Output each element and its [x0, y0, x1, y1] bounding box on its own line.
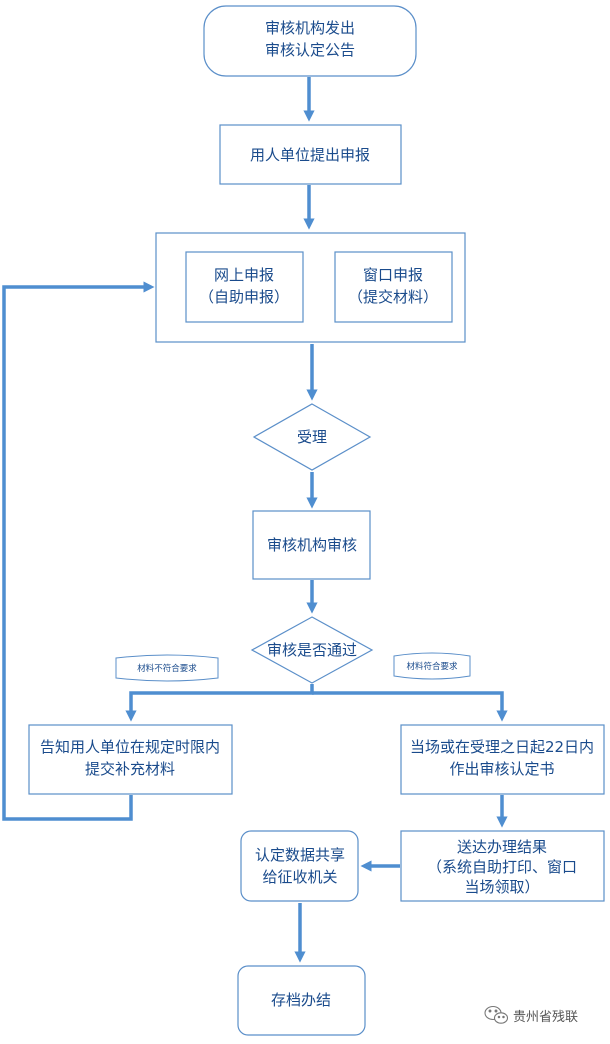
node-online-line2: （自助申报）	[199, 288, 289, 306]
node-deliver-line2: （系统自助打印、窗口	[427, 858, 577, 876]
node-deliver-line1: 送达办理结果	[457, 838, 547, 856]
node-deliver: 送达办理结果 （系统自助打印、窗口 当场领取）	[400, 830, 605, 902]
node-online-line1: 网上申报	[214, 266, 274, 284]
arrow-notify-back-to-methods	[2, 281, 155, 821]
node-decide-line1: 当场或在受理之日起22日内	[410, 738, 594, 756]
node-decide-line2: 作出审核认定书	[449, 760, 554, 778]
node-decide: 当场或在受理之日起22日内 作出审核认定书	[400, 724, 605, 795]
node-accept: 受理	[252, 403, 372, 471]
watermark-text: 贵州省残联	[513, 1010, 578, 1025]
node-online: 网上申报 （自助申报）	[185, 251, 304, 323]
node-notify-line2: 提交补充材料	[85, 760, 175, 778]
node-review: 审核机构审核	[252, 510, 371, 580]
tag-ok: 材料符合要求	[393, 652, 471, 680]
node-pass: 审核是否通过	[250, 616, 374, 684]
connectors	[2, 77, 508, 963]
node-apply: 用人单位提出申报	[219, 124, 402, 185]
node-accept-line1: 受理	[297, 428, 327, 446]
tag-fail: 材料不符合要求	[115, 654, 219, 682]
node-notify-line1: 告知用人单位在规定时限内	[40, 738, 220, 756]
arrow-pass-to-notify	[125, 684, 314, 722]
node-notify: 告知用人单位在规定时限内 提交补充材料	[28, 724, 233, 795]
node-announce-line2: 审核认定公告	[265, 41, 355, 59]
node-pass-line1: 审核是否通过	[267, 641, 357, 659]
watermark: 贵州省残联	[484, 1005, 578, 1025]
node-archive: 存档办结	[237, 965, 366, 1036]
node-window-line1: 窗口申报	[363, 266, 423, 284]
node-archive-line1: 存档办结	[271, 991, 331, 1009]
node-window: 窗口申报 （提交材料）	[334, 251, 453, 323]
wechat-icon	[484, 1005, 509, 1024]
node-deliver-line3: 当场领取）	[464, 878, 539, 896]
node-share: 认定数据共享 给征收机关	[240, 830, 359, 902]
tag-ok-label: 材料符合要求	[406, 661, 458, 672]
arrow-pass-to-decide	[312, 691, 508, 722]
node-share-line2: 给征收机关	[262, 868, 337, 886]
node-announce-line1: 审核机构发出	[265, 19, 355, 37]
tag-fail-label: 材料不符合要求	[137, 663, 197, 674]
node-apply-line1: 用人单位提出申报	[250, 146, 370, 164]
node-announce: 审核机构发出 审核认定公告	[203, 5, 417, 77]
node-share-line1: 认定数据共享	[255, 846, 345, 864]
node-review-line1: 审核机构审核	[267, 536, 357, 554]
node-window-line2: （提交材料）	[348, 288, 438, 306]
